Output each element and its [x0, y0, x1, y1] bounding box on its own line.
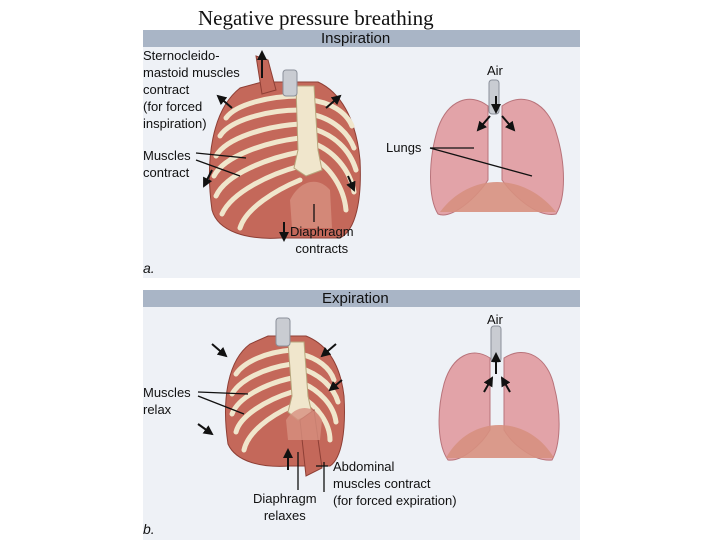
diaphragm-relaxes-label: Diaphragm relaxes	[253, 490, 317, 524]
expiration-header: Expiration	[322, 290, 389, 307]
inspiration-header: Inspiration	[321, 30, 391, 47]
muscles-relax-label: Muscles relax	[143, 384, 191, 418]
air-label-expiration: Air	[487, 312, 503, 327]
sternocleidomastoid-label: Sternocleido- mastoid muscles contract (…	[143, 47, 240, 132]
slide-title: Negative pressure breathing	[198, 6, 434, 30]
muscles-contract-label: Muscles contract	[143, 147, 191, 181]
sternocleidomastoid-line-3: contract	[143, 82, 190, 97]
sternocleidomastoid-line-1: Sternocleido-	[143, 48, 220, 63]
abdominal-line-3: (for forced expiration)	[333, 493, 457, 508]
panel-a-letter: a.	[143, 260, 155, 276]
abdominal-line-2: muscles contract	[333, 476, 431, 491]
panel-b-letter: b.	[143, 521, 155, 537]
lungs-label: Lungs	[386, 140, 422, 155]
ribcage-expiration	[225, 317, 345, 477]
leader-lines-inspiration	[195, 147, 533, 222]
leader-lines-expiration	[197, 391, 328, 492]
expiration-header-bar	[143, 290, 580, 307]
abdominal-muscles-label: Abdominal muscles contract (for forced e…	[333, 458, 457, 509]
lungs-expiration	[438, 325, 560, 461]
lungs-inspiration	[430, 79, 564, 216]
muscles-contract-line-2: contract	[143, 165, 190, 180]
muscles-contract-line-1: Muscles	[143, 148, 191, 163]
diaphragm-relaxes-line-1: Diaphragm	[253, 491, 317, 506]
sternocleidomastoid-line-5: inspiration)	[143, 116, 207, 131]
inspiration-header-bar	[143, 30, 580, 47]
sternocleidomastoid-line-4: (for forced	[143, 99, 203, 114]
diaphragm-contracts-label: Diaphragm contracts	[290, 223, 354, 257]
movement-arrows-inspiration	[203, 50, 516, 242]
air-label-inspiration: Air	[487, 63, 503, 78]
abdominal-line-1: Abdominal	[333, 459, 395, 474]
diaphragm-relaxes-line-2: relaxes	[263, 508, 306, 523]
diaphragm-contracts-line-1: Diaphragm	[290, 224, 354, 239]
diaphragm-contracts-line-2: contracts	[295, 241, 349, 256]
muscles-relax-line-1: Muscles	[143, 385, 191, 400]
movement-arrows-expiration	[197, 343, 511, 470]
muscles-relax-line-2: relax	[143, 402, 172, 417]
ribcage-inspiration	[208, 55, 361, 239]
sternocleidomastoid-line-2: mastoid muscles	[143, 65, 240, 80]
